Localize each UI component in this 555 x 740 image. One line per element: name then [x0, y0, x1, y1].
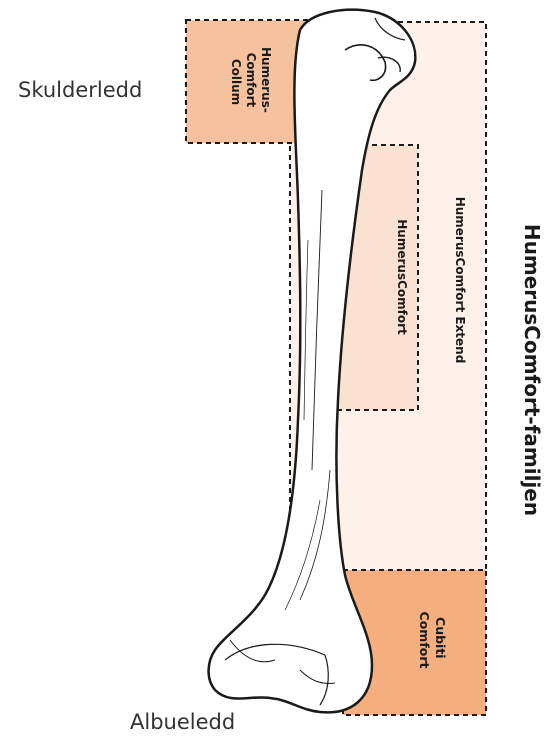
comfort-label: HumerusComfort	[395, 219, 409, 335]
svg-text:HumerusComfort-familjen: HumerusComfort-familjen	[520, 224, 544, 516]
extend-label: HumerusComfort Extend	[453, 197, 467, 364]
svg-text:HumerusComfort: HumerusComfort	[395, 219, 409, 335]
svg-text:HumerusComfort Extend: HumerusComfort Extend	[453, 197, 467, 364]
cubiti-label: Cubiti Comfort	[417, 612, 448, 669]
svg-text:Cubiti Comfort: Cubiti Comfort	[417, 612, 448, 669]
family-title: HumerusComfort-familjen	[520, 224, 544, 516]
